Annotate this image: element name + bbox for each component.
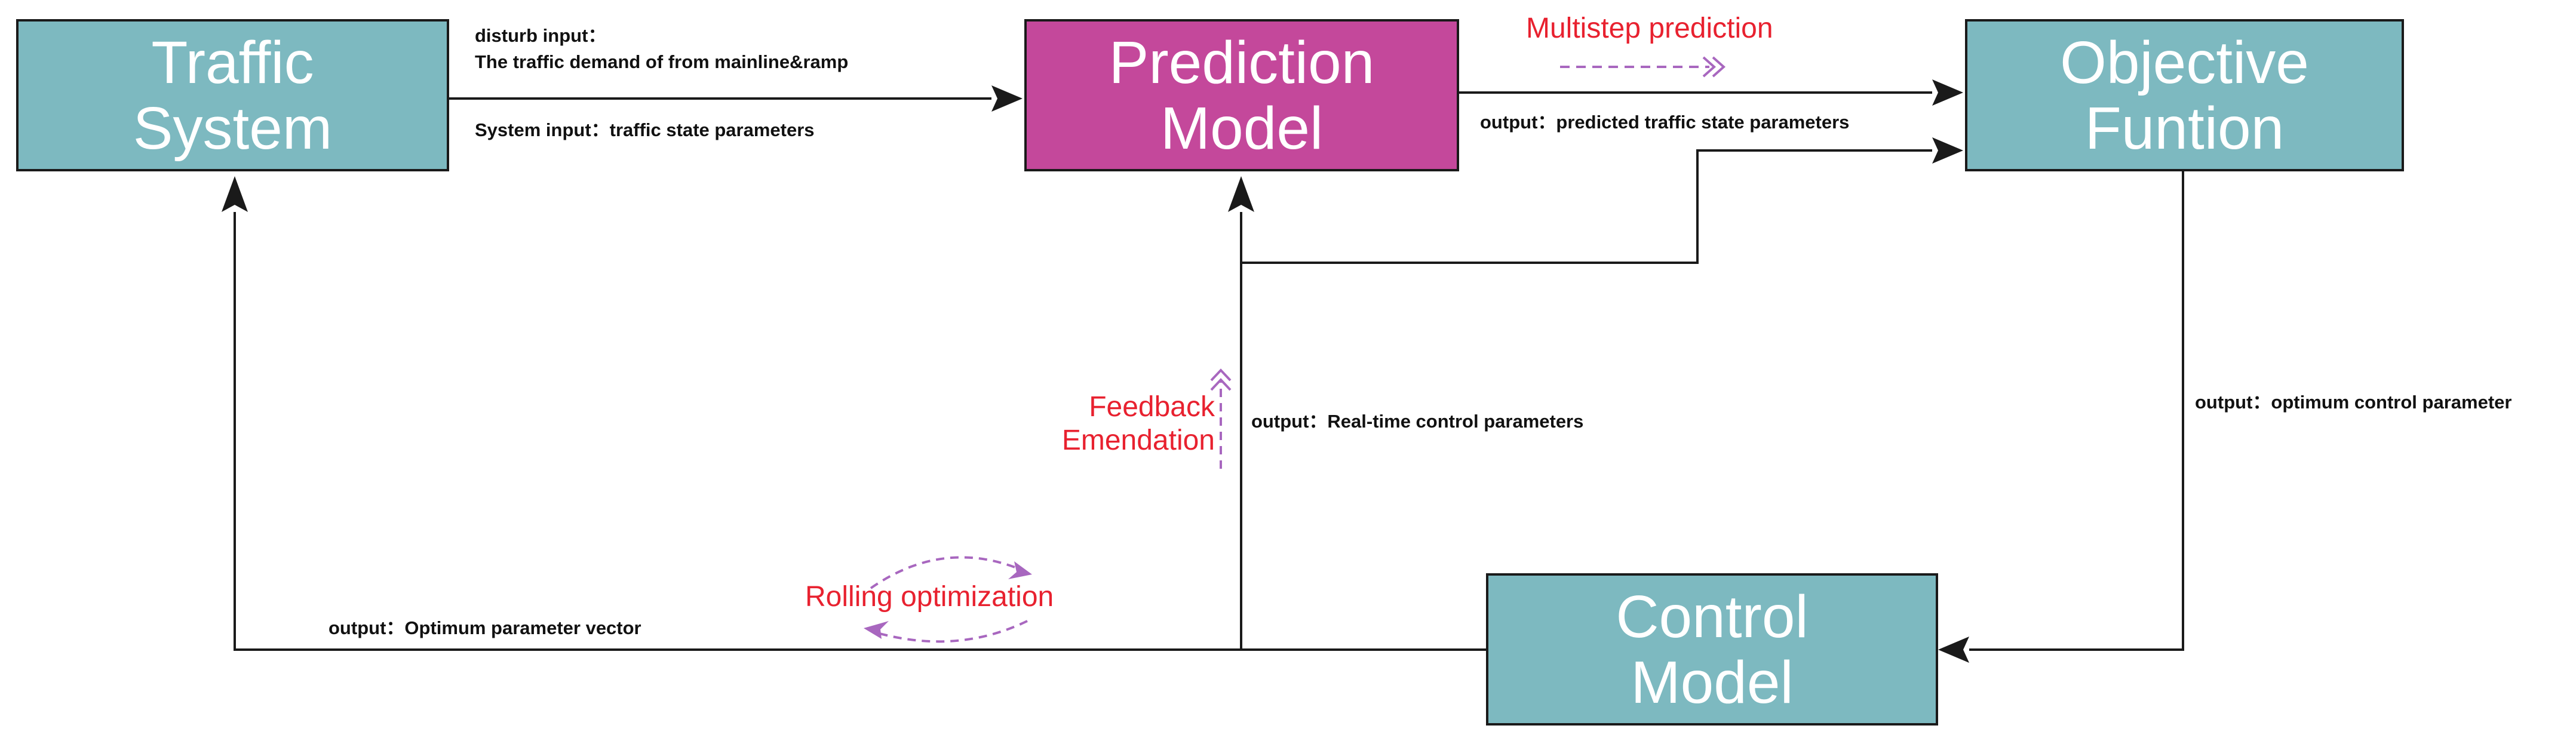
prediction-model-label: Prediction Model (1109, 29, 1375, 162)
traffic-system-node[interactable]: Traffic System (16, 19, 449, 171)
feedback-dashed-arrow (1210, 368, 1232, 469)
control-model-label: Control Model (1616, 583, 1809, 716)
arrow-head-icon (991, 85, 1023, 112)
edge-control-to-prediction (1228, 176, 1254, 650)
rolling-optimization-annotation: Rolling optimization (805, 581, 1054, 613)
multistep-prediction-annotation: Multistep prediction (1526, 13, 1773, 44)
predicted-output-label: output：predicted traffic state parameter… (1480, 112, 1850, 133)
edge-feedback-to-objective (1241, 137, 1963, 264)
rolling-dashed-arrows (864, 556, 1032, 643)
system-input-label: System input：traffic state parameters (475, 119, 815, 140)
edge-control-to-traffic (222, 176, 1486, 651)
arrow-head-icon (1938, 637, 1969, 663)
double-chevron-icon (1702, 56, 1726, 78)
arrow-head-icon (1932, 137, 1963, 164)
double-chevron-icon (1210, 368, 1232, 391)
realtime-output-label: output：Real-time control parameters (1251, 411, 1584, 432)
arrow-head-icon (222, 176, 248, 212)
arrow-head-icon (1932, 79, 1963, 106)
edge-prediction-to-objective (1459, 79, 1963, 106)
objective-function-label: Objective Funtion (2060, 29, 2309, 162)
arrow-head-icon (1228, 176, 1254, 212)
traffic-system-label: Traffic System (133, 29, 333, 162)
arrow-head-icon (1008, 561, 1032, 579)
disturb-input-label: disturb input： The traffic demand of fro… (475, 25, 849, 72)
control-model-node[interactable]: Control Model (1486, 573, 1938, 726)
arrow-head-icon (864, 621, 889, 639)
prediction-model-node[interactable]: Prediction Model (1024, 19, 1459, 171)
optimum-vector-output-label: output：Optimum parameter vector (328, 617, 641, 638)
optimum-control-output-label: output：optimum control parameter (2195, 392, 2512, 413)
edge-objective-to-control (1938, 171, 2184, 663)
feedback-emendation-annotation: Feedback Emendation (1061, 391, 1215, 456)
multistep-dashed-arrow (1560, 56, 1726, 78)
objective-function-node[interactable]: Objective Funtion (1965, 19, 2404, 171)
edge-system-to-prediction (449, 85, 1023, 112)
